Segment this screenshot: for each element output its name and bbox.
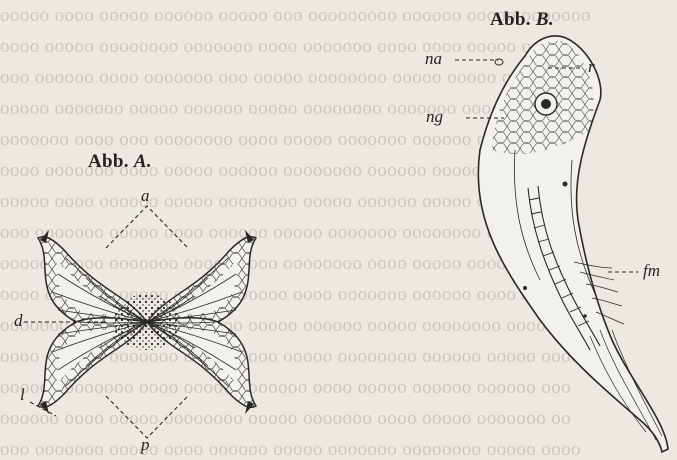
figure-b-drawing <box>455 36 668 452</box>
figure-a-label-a: a <box>141 186 150 206</box>
figure-a-caption-letter: A. <box>134 151 152 172</box>
figure-a-caption-prefix: Abb. <box>88 151 129 172</box>
figure-a-leader-a <box>106 206 188 248</box>
figure-b-caption: Abb. B. <box>490 9 554 31</box>
figure-b-caption-prefix: Abb. <box>490 9 531 30</box>
figure-a-leader-p <box>106 396 188 438</box>
figure-a-label-l: l <box>20 385 25 405</box>
figure-b-label-r: r <box>588 57 595 77</box>
figure-a-label-p: p <box>141 435 150 455</box>
figure-a-drawing <box>24 206 256 438</box>
figure-a-label-d: d <box>14 311 23 331</box>
figure-b-label-fm: fm <box>643 261 660 281</box>
figure-b-label-na: na <box>425 49 442 69</box>
figure-a-caption: Abb. A. <box>88 151 152 173</box>
figure-b-caption-letter: B. <box>536 9 554 30</box>
figure-b-label-ng: ng <box>426 107 443 127</box>
